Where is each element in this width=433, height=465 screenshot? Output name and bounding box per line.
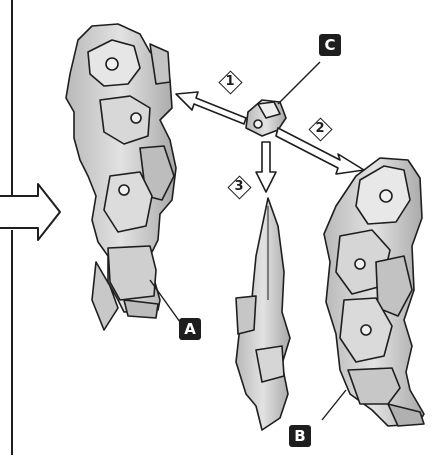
part-b-leader-line	[321, 389, 347, 421]
step-1-badge: 1	[218, 70, 243, 95]
part-a-label: A	[179, 318, 201, 340]
step-2-number: 2	[315, 121, 325, 136]
part-c-joint-drawing	[245, 99, 287, 137]
part-b-leg-drawing	[323, 157, 425, 427]
step-3-badge: 3	[227, 175, 252, 200]
step-3-arrow	[255, 141, 277, 193]
flow-arrow-right-icon	[0, 183, 61, 241]
step-3-number: 3	[234, 179, 244, 194]
blade-part-drawing	[235, 197, 291, 431]
step-1-arrow	[175, 91, 247, 125]
part-b-label: B	[289, 425, 311, 447]
step-2-arrow	[275, 127, 365, 175]
part-c-leader-line	[277, 61, 321, 105]
part-a-leader-line	[149, 279, 181, 323]
step-2-badge: 2	[308, 117, 333, 142]
step-1-number: 1	[225, 74, 235, 89]
part-a-leg-drawing	[65, 23, 177, 331]
part-c-label: C	[319, 34, 341, 56]
